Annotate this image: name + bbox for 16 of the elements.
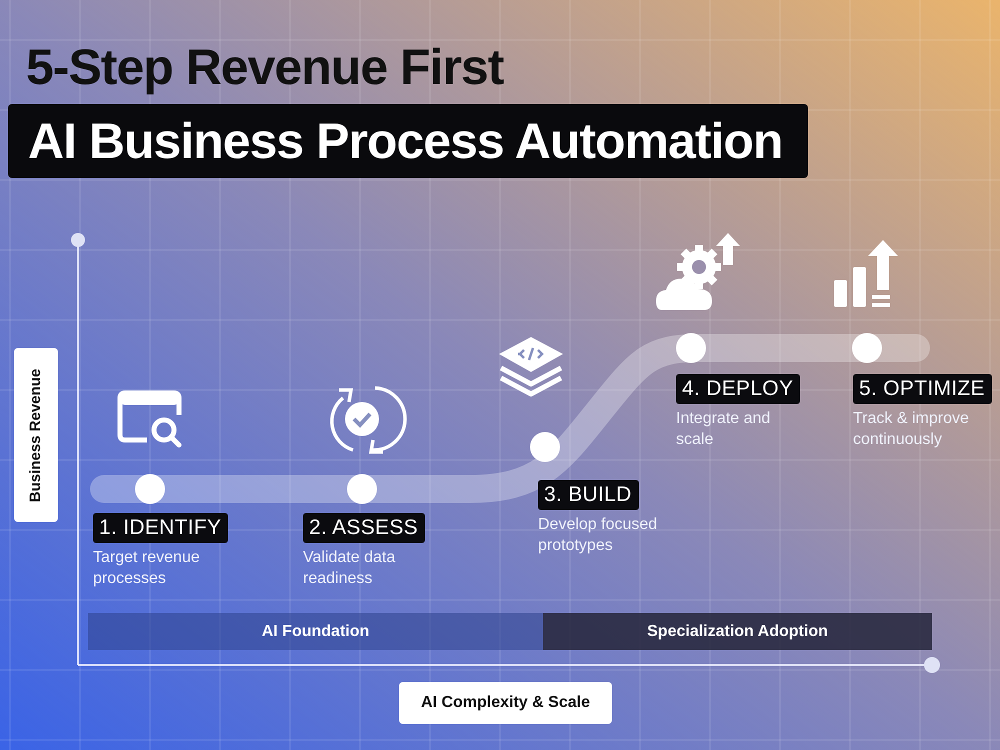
phase-bar: AI Foundation bbox=[88, 613, 543, 650]
step-title: 3. BUILD bbox=[538, 480, 639, 510]
title: 5-Step Revenue First bbox=[26, 38, 504, 96]
axis-label: AI Complexity & Scale bbox=[399, 682, 612, 724]
step-description: Track & improve continuously bbox=[853, 409, 970, 450]
step-description: Integrate and scale bbox=[676, 409, 772, 450]
axis-label: Business Revenue bbox=[14, 348, 58, 522]
phase-bar: Specialization Adoption bbox=[543, 613, 932, 650]
step-title: 4. DEPLOY bbox=[676, 374, 800, 404]
step-description: Validate data readiness bbox=[303, 548, 396, 589]
subtitle-banner: AI Business Process Automation bbox=[8, 104, 808, 178]
step-title: 5. OPTIMIZE bbox=[853, 374, 992, 404]
step-title: 2. ASSESS bbox=[303, 513, 425, 543]
step-description: Target revenue processes bbox=[93, 548, 201, 589]
step-description: Develop focused prototypes bbox=[538, 515, 658, 556]
step-title: 1. IDENTIFY bbox=[93, 513, 228, 543]
